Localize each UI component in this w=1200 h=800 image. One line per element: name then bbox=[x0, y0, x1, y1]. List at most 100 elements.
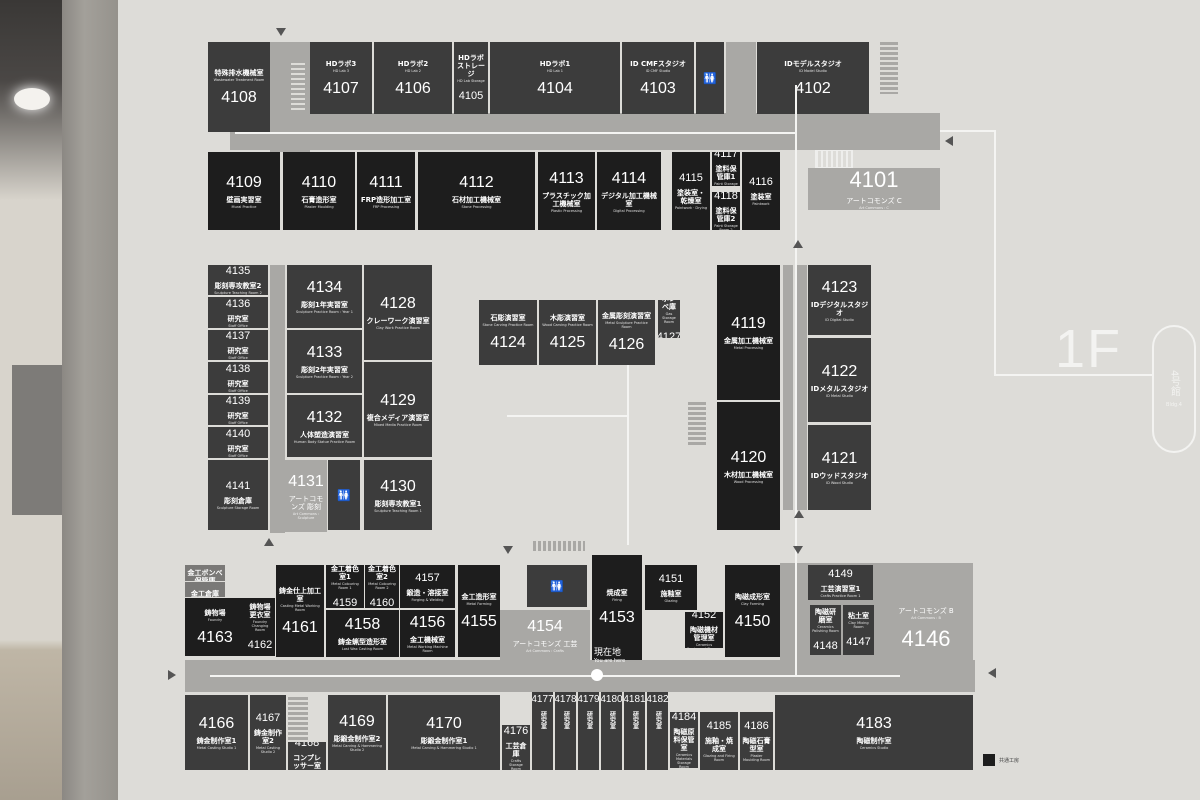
room-name-jp: 研究室 bbox=[631, 711, 639, 729]
room-number: 4120 bbox=[730, 448, 767, 466]
room-name-jp: 研究室 bbox=[585, 711, 593, 729]
room-name-en: Ceramics Polishing Room bbox=[812, 625, 839, 633]
room-name-en: Ceramics Materials Storage Room bbox=[675, 753, 693, 768]
room-name-en: Wood Carving Practice Room bbox=[542, 323, 593, 327]
stairs-icon bbox=[880, 42, 898, 94]
you-are-here-en: You are here bbox=[594, 658, 626, 664]
room-name-en: Foundry Changing Room bbox=[251, 620, 269, 632]
connector-line bbox=[994, 374, 1154, 376]
room-number: 4128 bbox=[380, 295, 416, 312]
room-number: 4169 bbox=[339, 713, 375, 730]
room-number: 4139 bbox=[225, 395, 251, 407]
room-name-en: Metal Carving & Hammering Studio 2 bbox=[332, 744, 382, 752]
room-name-jp: 陶磁制作室 bbox=[856, 737, 892, 745]
room-name-jp: 金工ボンベ保管庫 bbox=[187, 569, 223, 581]
room-number: 4170 bbox=[426, 715, 462, 732]
room-name-jp: 陶磁機材管理室 bbox=[690, 626, 718, 642]
stairs-icon bbox=[688, 402, 706, 447]
room-name-en: Foundry bbox=[207, 617, 223, 622]
room-name-en: Wastewater Treatment Room bbox=[213, 77, 265, 82]
room-name-en: Clay Forming bbox=[741, 601, 764, 606]
room-name-jp: 彫刻倉庫 bbox=[224, 497, 252, 505]
room-name-jp: 粘土室 bbox=[848, 612, 869, 620]
room-name-jp: IDモデルスタジオ bbox=[784, 59, 842, 68]
room-number: 4147 bbox=[846, 636, 871, 648]
floor-label: 1F bbox=[1055, 319, 1123, 379]
room-name-en: Paintwork bbox=[752, 202, 770, 206]
room-name-jp: 研究室 bbox=[227, 314, 249, 323]
room-number: 4110 bbox=[301, 173, 337, 191]
room-name-jp: 人体塑造演習室 bbox=[300, 430, 349, 439]
room-number: 4186 bbox=[744, 720, 769, 732]
building-badge: 4号館 Bldg.4 bbox=[1152, 325, 1196, 453]
connector-line bbox=[940, 130, 996, 132]
room-number: 4149 bbox=[828, 567, 853, 580]
room-name-en: Crafts Storage Room bbox=[509, 758, 523, 771]
room-number: 4127 bbox=[658, 331, 680, 338]
room-name-jp: 工芸倉庫 bbox=[505, 741, 527, 758]
room-name-jp: 陶磁原料保管室 bbox=[673, 728, 695, 752]
stairs-icon bbox=[291, 60, 305, 110]
room-4164: 4164金工倉庫Metal Working Storage Room bbox=[185, 582, 225, 597]
room-number: 4130 bbox=[380, 477, 416, 495]
room-number: 4124 bbox=[490, 334, 526, 351]
room-name-en: Firing bbox=[612, 598, 622, 602]
room-name-en: Staff Office bbox=[228, 356, 248, 360]
room-number: 4105 bbox=[458, 90, 484, 102]
room-name-jp: 彫鍛金制作室1 bbox=[420, 737, 468, 745]
room-number: 4184 bbox=[671, 712, 697, 723]
room-number: 4104 bbox=[537, 79, 573, 97]
room-name-en: ID Model Studio bbox=[799, 68, 827, 73]
entrance-arrow-icon bbox=[276, 28, 286, 36]
room-name-jp: HDラボ1 bbox=[539, 59, 571, 68]
room-name-jp: 特殊排水機械室 bbox=[214, 68, 264, 77]
room-name-jp: 壁画実習室 bbox=[226, 195, 262, 204]
room-name-en: Forging & Welding bbox=[411, 597, 444, 602]
room-name-jp: 石材加工機械室 bbox=[452, 195, 501, 204]
stairs-icon bbox=[815, 150, 853, 168]
room-number: 4121 bbox=[821, 450, 858, 467]
room-name-jp: アートコモンズ B bbox=[898, 607, 954, 615]
room-number: 4151 bbox=[658, 572, 684, 585]
room-name-jp: 石膏造形室 bbox=[301, 195, 337, 204]
room-name-en: Art Commons : C bbox=[859, 206, 889, 210]
room-name-en: Sculpture Storage Room bbox=[216, 506, 260, 510]
room-number: 4133 bbox=[306, 344, 343, 361]
room-name-jp: FRP造形加工室 bbox=[360, 195, 412, 204]
room-number: 4183 bbox=[856, 715, 892, 732]
room-name-jp: 鋳金制作室1 bbox=[196, 737, 237, 745]
room-name-en: Gas Storage Room bbox=[662, 312, 676, 324]
room-name-jp: 金属彫刻演習室 bbox=[602, 312, 651, 320]
room-name-jp: 施釉・焼成室 bbox=[705, 737, 733, 753]
room-name-en: Glazing bbox=[664, 598, 678, 603]
room-name-en: Sculpture Teaching Room 2 bbox=[214, 291, 262, 295]
room-name-jp: 鋳金制作室2 bbox=[254, 728, 282, 745]
room-name-en: Metal Colouring Room 2 bbox=[368, 581, 396, 590]
entrance-arrow-icon bbox=[503, 546, 513, 554]
room-name-en: Staff Office bbox=[228, 421, 248, 425]
room-name-en: Clay Mixing Room bbox=[848, 621, 869, 629]
